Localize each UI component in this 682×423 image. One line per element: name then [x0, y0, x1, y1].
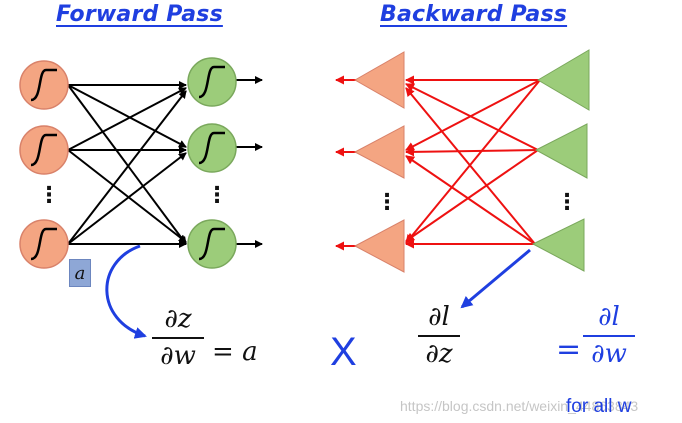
- watermark: https://blog.csdn.net/weixin_44863843: [400, 398, 639, 414]
- fraction-denominator: ∂w: [160, 340, 196, 371]
- ellipsis-backward-input: ⋮: [376, 190, 398, 215]
- input-neuron: [19, 219, 69, 269]
- forward-edge: [67, 87, 187, 151]
- sigmoid-curve-icon: [30, 68, 57, 102]
- fraction-bar: [418, 334, 460, 337]
- output-neuron: [187, 123, 237, 173]
- forward-pass-title: Forward Pass: [56, 2, 223, 27]
- backward-neuron: [353, 51, 405, 109]
- fraction-bar: [583, 334, 635, 337]
- ellipsis-forward-input: ⋮: [38, 183, 60, 208]
- backward-input-layer: [353, 51, 405, 273]
- equals-sign: =: [212, 337, 234, 367]
- input-neuron: [19, 125, 69, 175]
- backward-neuron: [531, 218, 585, 272]
- fraction-numerator: ∂l: [598, 302, 620, 332]
- backward-edge: [405, 83, 539, 151]
- callout-arrow-forward: [105, 244, 147, 339]
- forward-edge: [67, 90, 187, 245]
- backward-output-layer: [531, 49, 590, 272]
- sigmoid-curve-icon: [30, 133, 57, 167]
- sigmoid-curve-icon: [30, 227, 57, 261]
- sigmoid-curve-icon: [198, 65, 225, 99]
- backward-edge: [405, 79, 541, 151]
- forward-edge: [67, 149, 187, 243]
- backward-neuron: [353, 219, 405, 273]
- variable-a: a: [242, 337, 258, 367]
- fraction-numerator: ∂l: [428, 302, 450, 332]
- for-all-w-note: for all w: [566, 396, 632, 417]
- backward-edge: [405, 155, 536, 245]
- fraction-dz-dw: ∂z ∂w: [152, 305, 204, 370]
- fraction-dl-dw: ∂l ∂w: [583, 303, 635, 368]
- forward-edge: [67, 84, 187, 245]
- ellipsis-forward-output: ⋮: [206, 183, 228, 208]
- fraction-denominator: ∂w: [591, 338, 627, 369]
- forward-edges: [67, 76, 263, 248]
- backward-neuron: [537, 49, 590, 111]
- backward-edges: [335, 75, 541, 251]
- sigmoid-curve-icon: [198, 131, 225, 165]
- backward-neuron: [534, 123, 588, 179]
- output-neuron: [187, 219, 237, 269]
- fraction-bar: [152, 336, 204, 339]
- backward-edge: [405, 87, 536, 245]
- forward-input-layer: [19, 60, 69, 269]
- multiply-symbol: X: [330, 330, 357, 374]
- forward-edge: [67, 152, 187, 245]
- activation-label: a: [69, 259, 91, 287]
- ellipsis-backward-output: ⋮: [556, 190, 578, 215]
- result-equals-sign: =: [556, 332, 582, 367]
- sigmoid-curve-icon: [198, 227, 225, 261]
- backward-pass-title: Backward Pass: [380, 2, 568, 27]
- fraction-dl-dz: ∂l ∂z: [418, 303, 460, 368]
- forward-output-layer: [187, 57, 237, 269]
- input-neuron: [19, 60, 69, 110]
- equals-a: = a: [212, 337, 258, 367]
- forward-edge: [67, 84, 187, 148]
- backward-edge: [405, 79, 541, 244]
- fraction-numerator: ∂z: [164, 304, 192, 334]
- backward-edge: [405, 149, 539, 242]
- fraction-denominator: ∂z: [425, 338, 453, 369]
- backward-neuron: [353, 125, 405, 179]
- output-neuron: [187, 57, 237, 107]
- backward-edge: [405, 147, 539, 157]
- callout-arrow-backward: [460, 248, 531, 309]
